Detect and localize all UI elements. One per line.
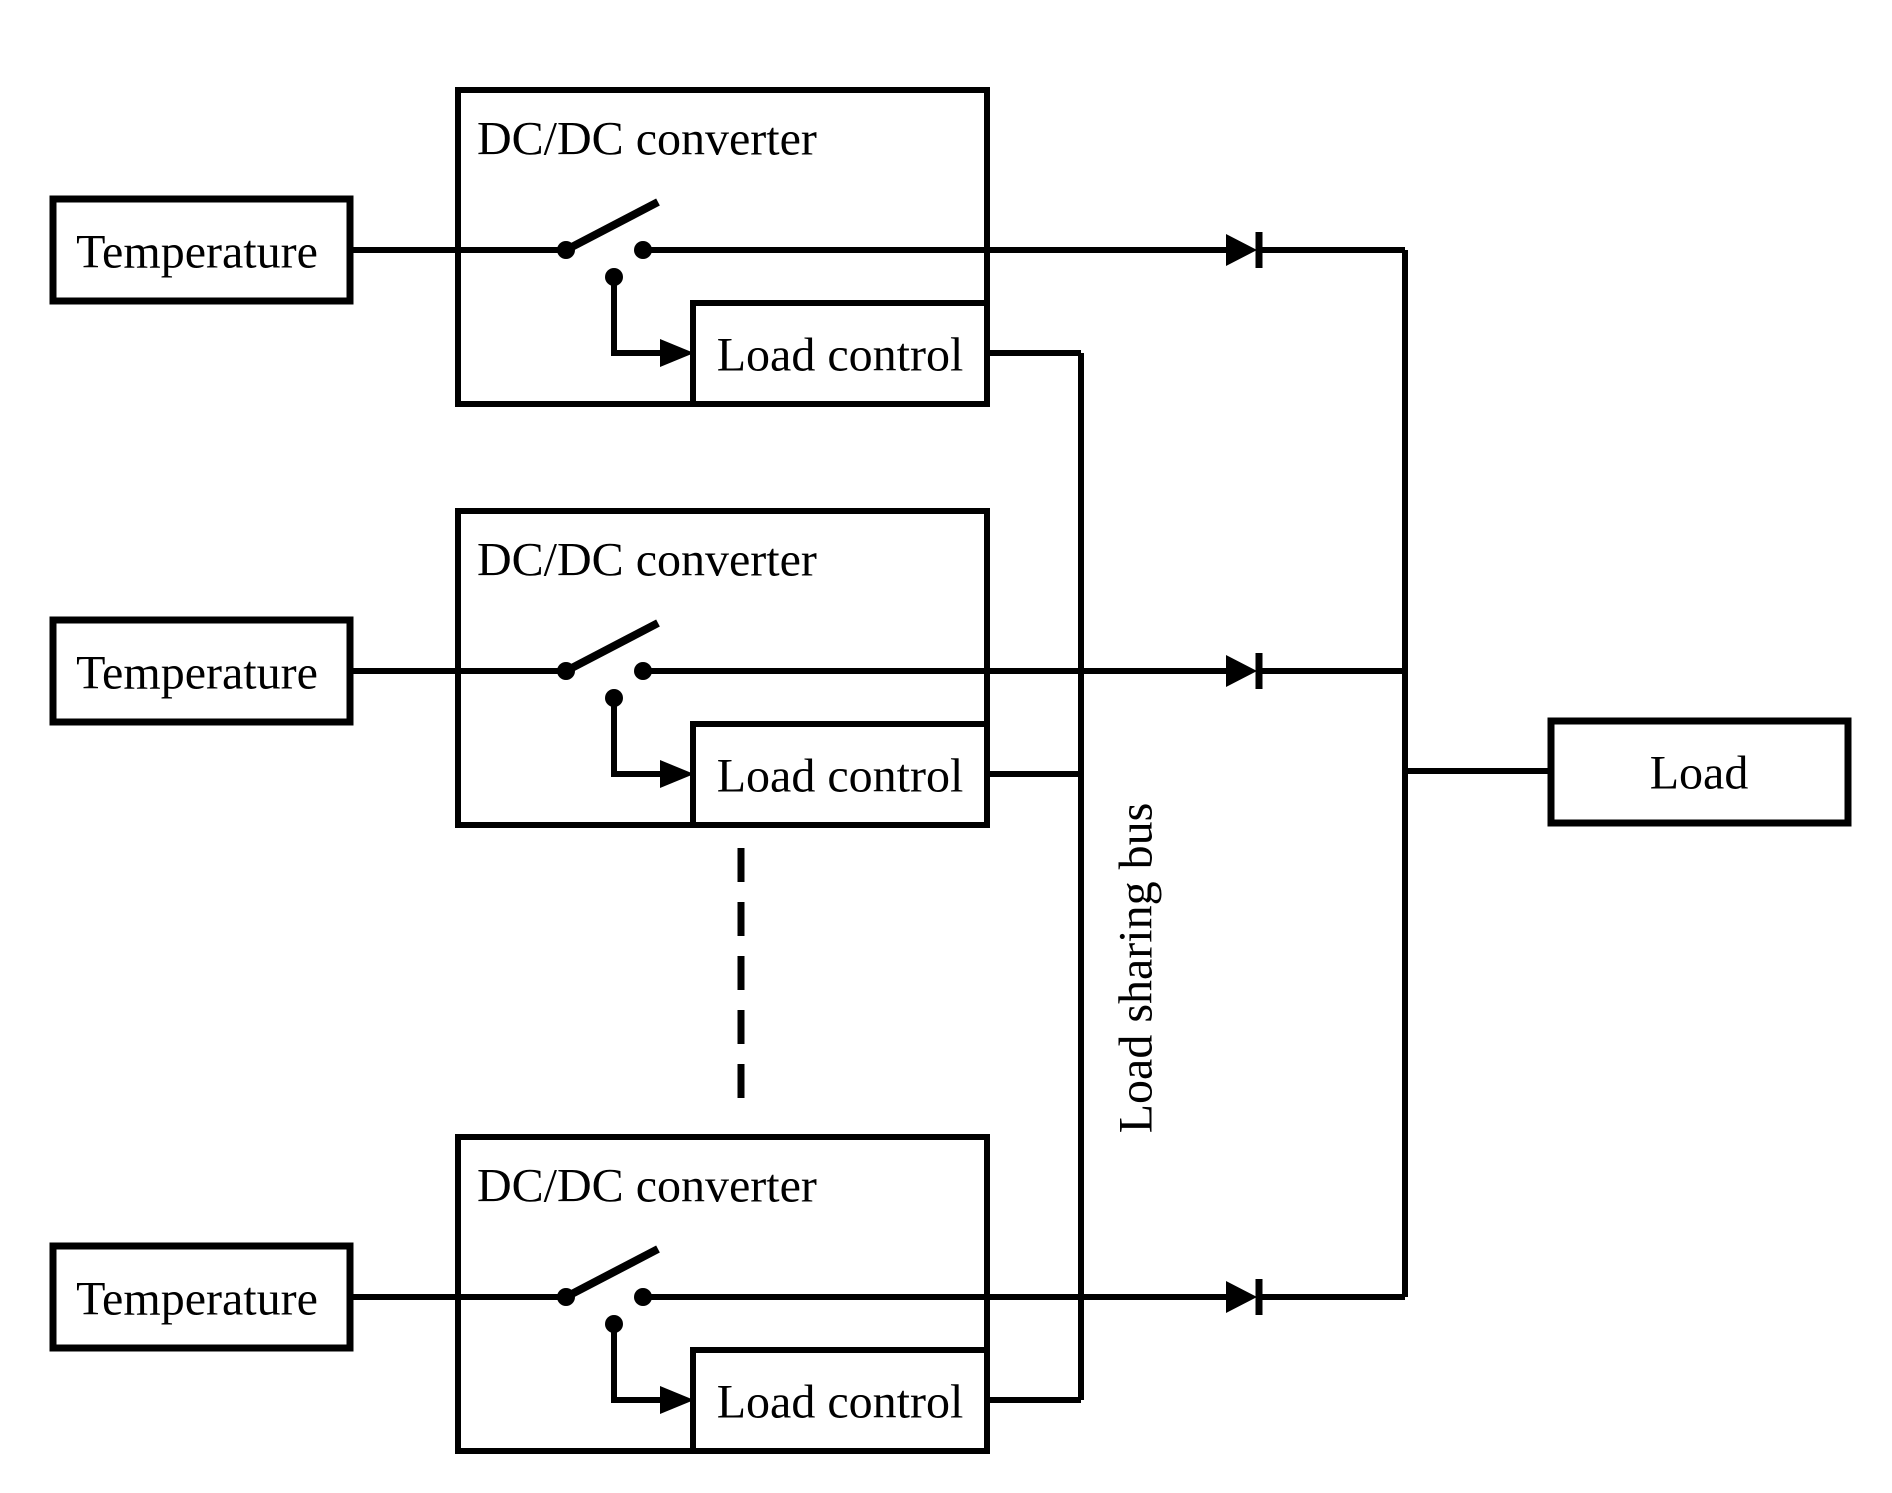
control-wire [611,701,662,777]
switch-contact-dot [634,1288,652,1306]
load-label: Load [1650,747,1749,800]
load-control-box [690,300,990,407]
diode-icon [1226,655,1257,687]
switch-tap-dot [605,689,623,707]
switch-icon [557,1245,660,1333]
dcdc-converter-label: DC/DC converter [477,1160,817,1213]
dcdc-converter-label: DC/DC converter [477,113,817,166]
arrowhead-icon [660,760,694,788]
temperature-label: Temperature [76,226,318,279]
switch-tap-dot [605,268,623,286]
temperature-box [49,616,354,726]
load-box [1547,717,1852,827]
switch-blade [564,1245,660,1301]
temperature-box [49,1242,354,1352]
switch-contact-dot [634,241,652,259]
temperature-box [49,195,354,305]
control-wire [611,1327,662,1403]
diode-icon [1226,1281,1257,1313]
load-control-box [690,1347,990,1454]
arrowhead-icon [660,1386,694,1414]
control-wire [611,280,662,356]
temperature-label: Temperature [76,1273,318,1326]
load-control-label: Load control [717,329,964,382]
switch-pivot-dot [557,1288,575,1306]
switch-pivot-dot [557,241,575,259]
diode-icon [1226,234,1257,266]
switch-tap-dot [605,1315,623,1333]
switch-icon [557,198,660,286]
switch-blade [564,619,660,675]
load-control-label: Load control [717,1376,964,1429]
switch-contact-dot [634,662,652,680]
switch-pivot-dot [557,662,575,680]
dcdc-converter-label: DC/DC converter [477,534,817,587]
switch-icon [557,619,660,707]
load-control-label: Load control [717,750,964,803]
temperature-label: Temperature [76,647,318,700]
load-sharing-bus-label: Load sharing bus [1110,803,1163,1134]
arrowhead-icon [660,339,694,367]
switch-blade [564,198,660,254]
